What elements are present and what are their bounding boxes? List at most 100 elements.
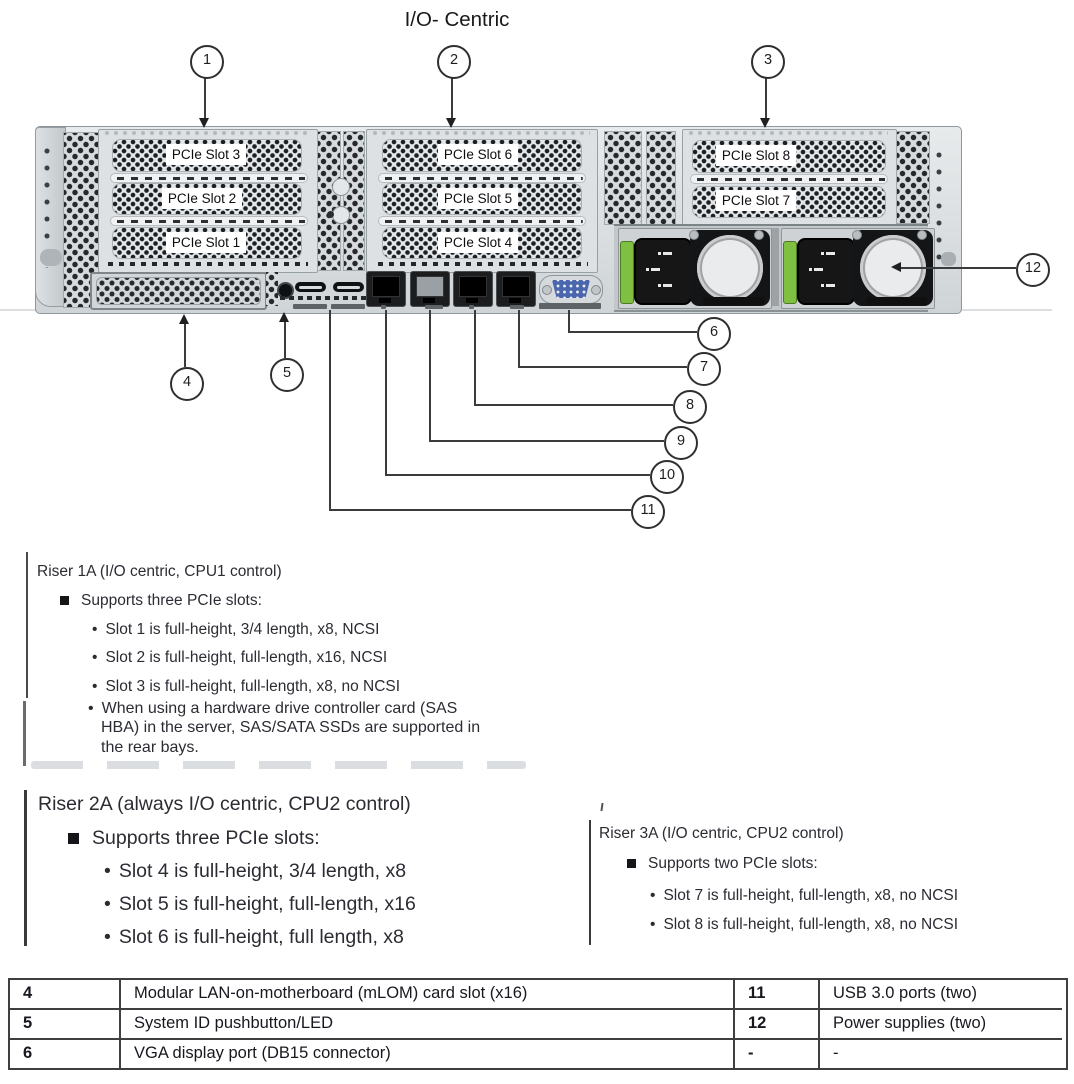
riser1-divider-2 [110, 216, 308, 226]
riser2-supports: Supports three PCIe slots: [68, 827, 320, 850]
callout7-hline [519, 366, 687, 368]
mlom-slot [90, 272, 267, 310]
psu2-screw-right [917, 230, 927, 240]
pcie-slot6-label: PCIe Slot 6 [438, 144, 518, 165]
callout3-arrowhead [760, 118, 770, 128]
callout11-hline [330, 509, 631, 511]
riser-thumbscrew-1 [332, 178, 350, 196]
callout-7: 7 [687, 352, 721, 386]
right-perforated-panel [896, 131, 930, 224]
mid-column2-strip-a [604, 131, 642, 225]
callout-10: 10 [650, 460, 684, 494]
square-bullet-icon [60, 596, 69, 605]
callout4-arrowhead [179, 314, 189, 324]
psu1-screw-right [754, 230, 764, 240]
power-supply-1 [618, 228, 772, 309]
note-line-1: •When using a hardware drive controller … [88, 700, 458, 717]
callout-2: 2 [437, 45, 471, 79]
lan3-etched-label [469, 305, 474, 309]
callout12-line [901, 267, 1016, 269]
psu-bay-divider [770, 228, 779, 306]
pcie-slot5-label: PCIe Slot 5 [438, 188, 518, 209]
lan1-etched-label [381, 305, 386, 309]
note-line-2: HBA) in the server, SAS/SATA SSDs are su… [101, 719, 481, 736]
legend-desc: Modular LAN-on-motherboard (mLOM) card s… [121, 980, 735, 1010]
tick-artifact [600, 802, 604, 812]
callout2-line [451, 76, 453, 121]
psu1-ac-inlet [634, 238, 692, 305]
riser2-bottom-edge [378, 259, 588, 268]
legend-desc: VGA display port (DB15 connector) [121, 1040, 735, 1068]
riser1-top-edge [104, 131, 310, 136]
mid-column2-strip-b [646, 131, 676, 225]
callout7-vline [518, 310, 520, 368]
note-quote-bar [23, 701, 26, 766]
psu1-handle [703, 297, 765, 305]
callout8-hline [475, 404, 673, 406]
riser2-top-edge [372, 131, 590, 136]
pcie-slot6-filler [382, 139, 582, 172]
callout11-vline [329, 310, 331, 511]
riser2-item-1: •Slot 4 is full-height, 3/4 length, x8 [104, 860, 407, 882]
usb2-etched-label [331, 304, 365, 309]
vga-screw-right [591, 285, 601, 295]
psu2-release-clip [783, 241, 797, 304]
callout-5: 5 [270, 358, 304, 392]
lan-port-3 [453, 271, 493, 307]
legend-desc: Power supplies (two) [820, 1010, 1062, 1040]
callout-3: 3 [751, 45, 785, 79]
callout9-hline [430, 440, 664, 442]
dot-bullet-icon: • [92, 649, 98, 666]
callout1-line [204, 76, 206, 121]
pcie-slot4-label: PCIe Slot 4 [438, 232, 518, 253]
riser2-item-3: •Slot 6 is full-height, full length, x8 [104, 926, 404, 948]
right-hole-column [934, 150, 946, 262]
pcie-slot8-label: PCIe Slot 8 [716, 145, 796, 166]
mid-column-right-strip [343, 131, 365, 271]
dot-bullet-icon: • [88, 700, 94, 717]
dot-bullet-icon: • [650, 887, 656, 904]
riser2-heading: Riser 2A (always I/O centric, CPU2 contr… [38, 793, 411, 815]
page-title: I/O- Centric [404, 8, 510, 31]
square-bullet-icon [68, 833, 79, 844]
right-handle [941, 252, 956, 266]
riser3-quote-bar [589, 820, 591, 945]
riser1-divider-1 [110, 173, 308, 183]
riser1-quote-bar [26, 552, 28, 698]
pcie-slot2-label: PCIe Slot 2 [162, 188, 242, 209]
riser2-quote-bar [24, 790, 27, 946]
legend-table: 4 Modular LAN-on-motherboard (mLOM) card… [8, 978, 1068, 1070]
legend-desc: USB 3.0 ports (two) [820, 980, 1062, 1010]
legend-num: 5 [10, 1010, 121, 1040]
callout3-line [765, 76, 767, 121]
riser1-item-2: •Slot 2 is full-height, full-length, x16… [92, 649, 388, 666]
usb-port-1 [295, 282, 326, 292]
dot-bullet-icon: • [650, 916, 656, 933]
legend-desc: System ID pushbutton/LED [121, 1010, 735, 1040]
riser1-bottom-edge [108, 259, 308, 268]
riser2-divider-1 [378, 173, 586, 183]
ear-handle [40, 249, 62, 266]
callout5-line [284, 321, 286, 358]
lan-port-4 [496, 271, 536, 307]
psu1-fan [697, 235, 763, 301]
vga-port [539, 275, 603, 304]
square-bullet-icon [627, 859, 636, 868]
dot-bullet-icon: • [104, 893, 111, 915]
note-line-3: the rear bays. [101, 739, 199, 756]
legend-num: 6 [10, 1040, 121, 1068]
mini-perforation [266, 272, 278, 306]
riser3-heading: Riser 3A (I/O centric, CPU2 control) [599, 825, 844, 842]
usb-port-2 [333, 282, 364, 292]
usb1-etched-label [293, 304, 327, 309]
legend-num: 11 [735, 980, 820, 1010]
lan-port-1 [366, 271, 406, 307]
psu2-screw-left [852, 230, 862, 240]
pcie-slot1-label: PCIe Slot 1 [166, 232, 246, 253]
ear-hole-column [42, 146, 54, 268]
riser3-item-2: •Slot 8 is full-height, full-length, x8,… [650, 916, 959, 933]
vent-dots [280, 296, 366, 300]
riser1-item-1: •Slot 1 is full-height, 3/4 length, x8, … [92, 621, 380, 638]
riser3-divider [690, 174, 888, 184]
dot-bullet-icon: • [92, 621, 98, 638]
